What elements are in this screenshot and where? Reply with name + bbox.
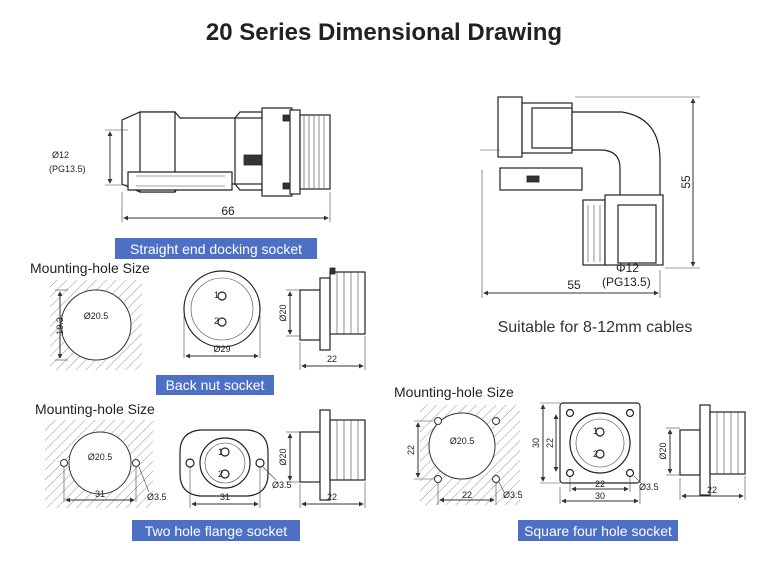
backnut-pin-2: 2 bbox=[214, 316, 219, 326]
angled-width-label: 55 bbox=[567, 278, 581, 292]
square-face-inner-w: 22 bbox=[595, 479, 605, 489]
angled-dia-label: Φ12 bbox=[616, 261, 639, 275]
backnut-pin-1: 1 bbox=[214, 290, 219, 300]
square-face-inner-h: 22 bbox=[545, 438, 555, 448]
square-pin-1: 1 bbox=[593, 426, 598, 436]
square-mounting-label: Mounting-hole Size bbox=[394, 384, 514, 400]
square-small-hole: Ø3.5 bbox=[503, 490, 523, 500]
backnut-caption: Back nut socket bbox=[166, 377, 265, 393]
twohole-pin-1: 1 bbox=[218, 447, 223, 457]
backnut-face-dia: Ø29 bbox=[213, 344, 230, 354]
twohole-side-len: 22 bbox=[327, 492, 337, 502]
straight-length-label: 66 bbox=[221, 204, 235, 218]
straight-dia-label: Ø12 bbox=[52, 150, 69, 160]
square-caption-bg bbox=[518, 520, 678, 541]
twohole-side-dia: Ø20 bbox=[278, 448, 288, 465]
straight-pg-label: (PG13.5) bbox=[49, 164, 86, 174]
backnut-side-len: 22 bbox=[327, 354, 337, 364]
twohole-pin-2: 2 bbox=[218, 469, 223, 479]
straight-caption: Straight end docking socket bbox=[130, 241, 302, 257]
angled-height-label: 55 bbox=[679, 175, 693, 189]
twohole-drawing bbox=[45, 409, 366, 508]
twohole-face-small-hole: Ø3.5 bbox=[272, 480, 292, 490]
square-face-small-hole: Ø3.5 bbox=[639, 482, 659, 492]
square-face-outer-h: 30 bbox=[531, 438, 541, 448]
angled-socket-drawing bbox=[480, 96, 700, 298]
backnut-drawing bbox=[50, 267, 366, 370]
square-hole-dia: Ø20.5 bbox=[450, 436, 475, 446]
backnut-mounting-label: Mounting-hole Size bbox=[30, 260, 150, 276]
twohole-small-hole: Ø3.5 bbox=[147, 492, 167, 502]
page-title: 20 Series Dimensional Drawing bbox=[206, 19, 562, 46]
twohole-caption-bg bbox=[132, 520, 300, 541]
square-pin-2: 2 bbox=[593, 449, 598, 459]
backnut-side-dia: Ø20 bbox=[278, 304, 288, 321]
square-side-len: 22 bbox=[707, 485, 717, 495]
straight-socket-drawing bbox=[105, 107, 331, 222]
twohole-hole-spacing: 31 bbox=[95, 489, 105, 499]
angled-cable-note: Suitable for 8-12mm cables bbox=[498, 319, 693, 336]
backnut-hole-height: 19.3 bbox=[55, 317, 65, 335]
twohole-hole-dia: Ø20.5 bbox=[88, 452, 113, 462]
twohole-mounting-label: Mounting-hole Size bbox=[35, 401, 155, 417]
backnut-hole-dia: Ø20.5 bbox=[84, 311, 109, 321]
twohole-caption: Two hole flange socket bbox=[145, 523, 288, 539]
angled-pg-label: (PG13.5) bbox=[602, 275, 651, 289]
straight-caption-bg bbox=[115, 238, 317, 259]
square-caption: Square four hole socket bbox=[524, 523, 672, 539]
square-hole-height: 22 bbox=[406, 445, 416, 455]
square-hole-width: 22 bbox=[462, 490, 472, 500]
backnut-caption-bg bbox=[156, 375, 274, 395]
square-side-dia: Ø20 bbox=[658, 442, 668, 459]
square-drawing bbox=[414, 402, 746, 505]
square-face-outer-w: 30 bbox=[595, 491, 605, 501]
twohole-face-width: 31 bbox=[220, 492, 230, 502]
